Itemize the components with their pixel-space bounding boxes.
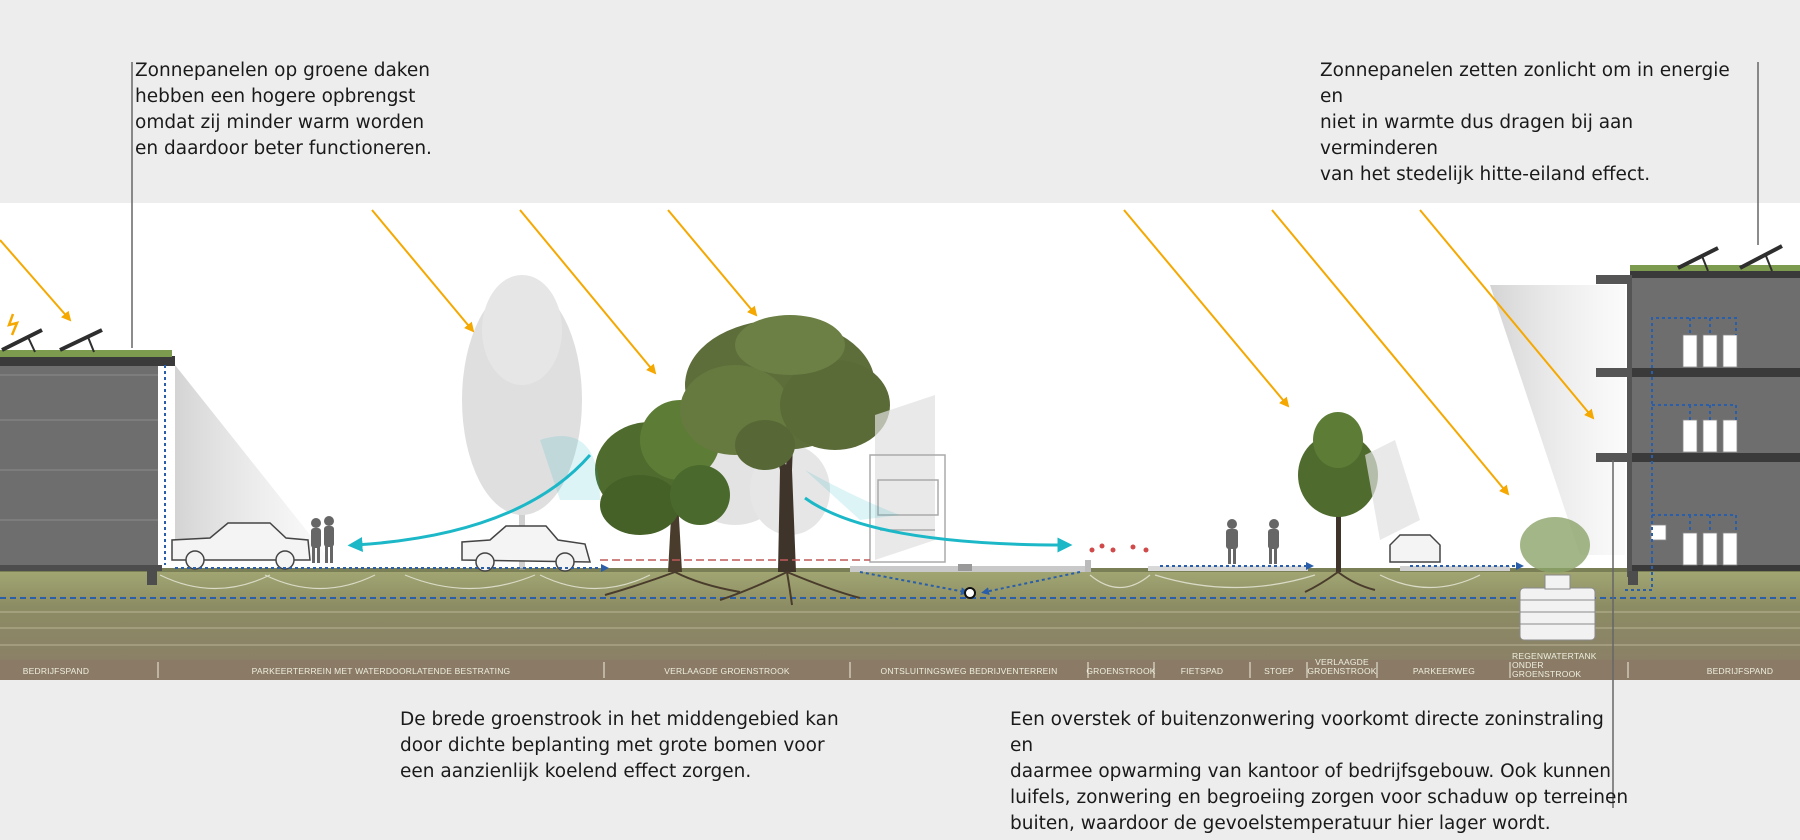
annotation-solar-heat-island: Zonnepanelen zetten zonlicht om in energ…: [1320, 60, 1730, 185]
annotation-overhang-shading: Een overstek of buitenzonwering voorkomt…: [1010, 709, 1629, 834]
shrub-right: [1520, 517, 1590, 573]
flowers: [1089, 543, 1149, 553]
zone-label-regenwatertank: REGENWATERTANK ONDER GROENSTROOK: [1512, 650, 1597, 679]
infiltration-zones: [159, 574, 1481, 590]
toilet-icons: [1650, 334, 1738, 566]
sunshade-overhangs: [1596, 275, 1630, 462]
truck-icon: [869, 454, 946, 563]
lightning-icon: [7, 313, 20, 336]
zone-label-verlaagde-groenstrook: VERLAAGDE GROENSTROOK: [664, 665, 790, 676]
zone-label-bedrijfspand-left: BEDRIJFSPAND: [22, 665, 90, 676]
solar-panel-icon: [1, 328, 103, 353]
annotation-green-strip-cooling: De brede groenstrook in het middengebied…: [400, 709, 839, 782]
tree-small-right: [1298, 412, 1378, 572]
runoff-paths: [175, 562, 1524, 596]
solar-panel-icon: [1677, 244, 1783, 272]
car-icon: [461, 525, 591, 572]
zone-label-parkeerterrein: PARKEERTERREIN MET WATERDOORLATENDE BEST…: [251, 665, 511, 676]
sun-rays: [0, 209, 1595, 496]
water-tank-icon: [1519, 574, 1596, 641]
zone-label-bedrijfspand-right: BEDRIJFSPAND: [1706, 665, 1774, 676]
zone-strip: [0, 660, 1800, 680]
greywater-pipes: [1625, 317, 1737, 591]
zone-label-fietspad: FIETSPAD: [1180, 665, 1224, 676]
tree-roots: [604, 571, 1376, 606]
car-icon: [1389, 534, 1441, 563]
parking-road: [1400, 566, 1510, 571]
zone-separators: [157, 662, 1629, 678]
callout-lines: [131, 62, 1759, 808]
car-icon: [171, 522, 311, 570]
person-icon: [311, 516, 1279, 564]
zone-label-stoep: STOEP: [1264, 665, 1294, 676]
zone-label-verlaagde-groenstrook-2: VERLAAGDE GROENSTROOK: [1307, 657, 1377, 676]
ghost-tree-large: [462, 275, 582, 570]
drain-point: [964, 587, 976, 599]
cooling-flow: [347, 454, 1073, 553]
cycle-path: [1148, 566, 1308, 571]
zone-label-ontsluitingsweg: ONTSLUITINGSWEG BEDRIJVENTERREIN: [880, 665, 1058, 676]
tree-shadow: [875, 395, 1420, 560]
zone-label-parkeerweg: PARKEERWEG: [1412, 665, 1476, 676]
annotation-solar-green-roof: Zonnepanelen op groene daken hebben een …: [135, 60, 432, 159]
left-building: [0, 350, 330, 585]
zone-label-groenstrook: GROENSTROOK: [1086, 665, 1156, 676]
tree-large: [680, 315, 890, 572]
building-shadow: [175, 365, 330, 560]
